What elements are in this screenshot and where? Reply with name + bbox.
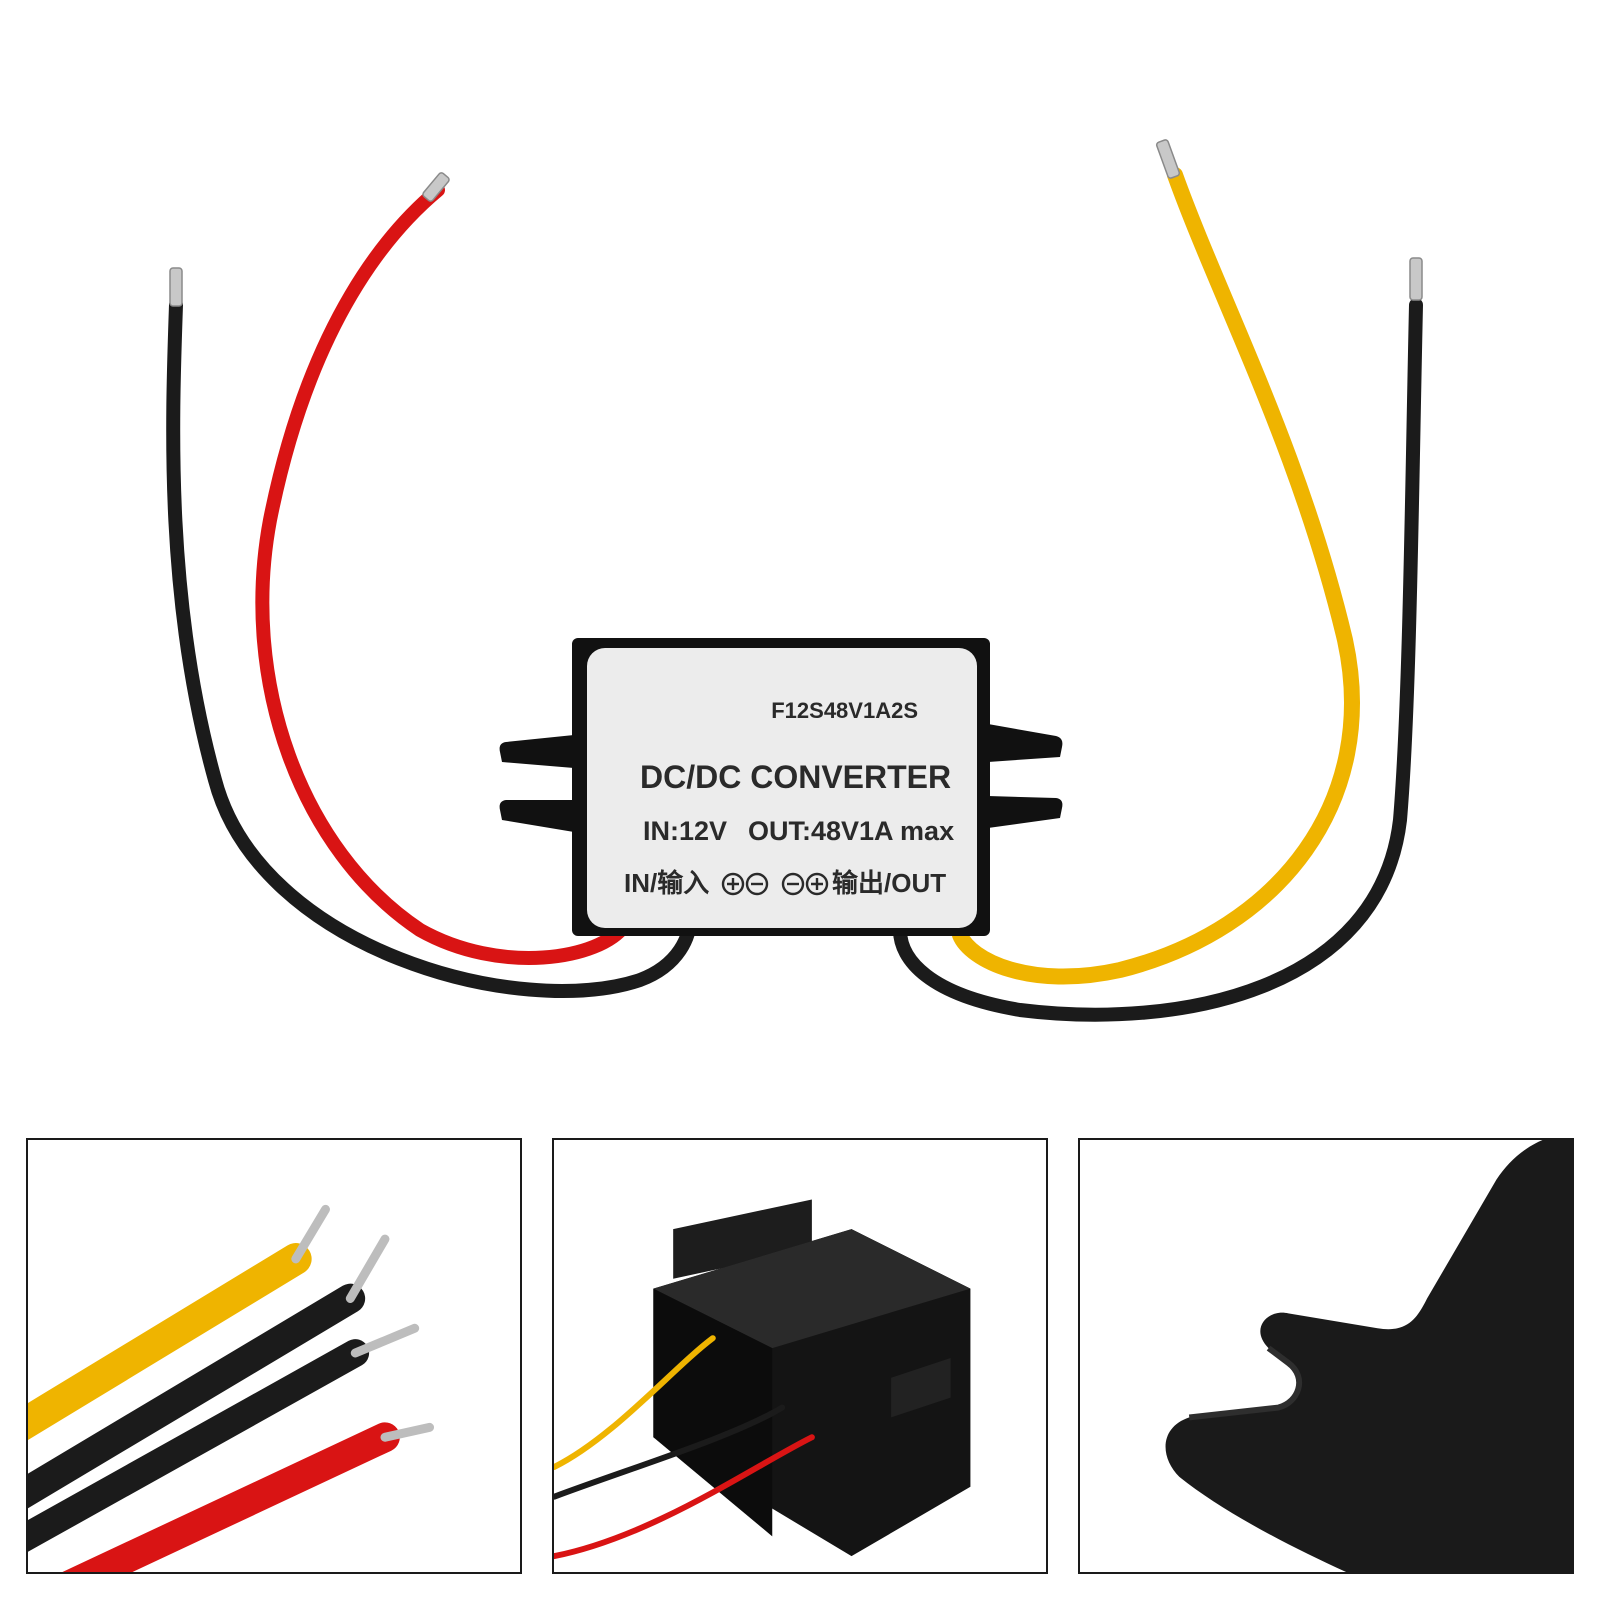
converter-label: [587, 648, 977, 928]
terminal-out-label: 输出/OUT: [832, 868, 946, 898]
detail-panel-mounting-tab: [1078, 1138, 1574, 1574]
model-number: F12S48V1A2S: [771, 698, 918, 723]
input-red-wire: [255, 183, 632, 965]
terminal-in-label: IN/输入: [624, 868, 709, 898]
mounting-tab-illustration: [1165, 1140, 1572, 1572]
output-yellow-wire: [952, 167, 1360, 985]
output-black-wire: [893, 298, 1423, 1022]
detail-panel-side-view: [552, 1138, 1048, 1574]
output-spec: OUT:48V1A max: [748, 816, 954, 846]
detail-panel-wire-ends: [26, 1138, 522, 1574]
converter-body: [499, 638, 1063, 936]
product-photo: F12S48V1A2S DC/DC CONVERTER IN:12V OUT:4…: [166, 139, 1423, 1022]
input-black-wire: [166, 298, 697, 998]
label-title: DC/DC CONVERTER: [640, 759, 951, 795]
input-spec: IN:12V: [643, 816, 727, 846]
wire-ends-illustration: [28, 1204, 435, 1572]
converter-side-illustration: [653, 1199, 971, 1557]
side-view-wires: [554, 1335, 815, 1560]
polarity-symbols: [721, 872, 829, 896]
wire-tips: [169, 139, 1423, 307]
